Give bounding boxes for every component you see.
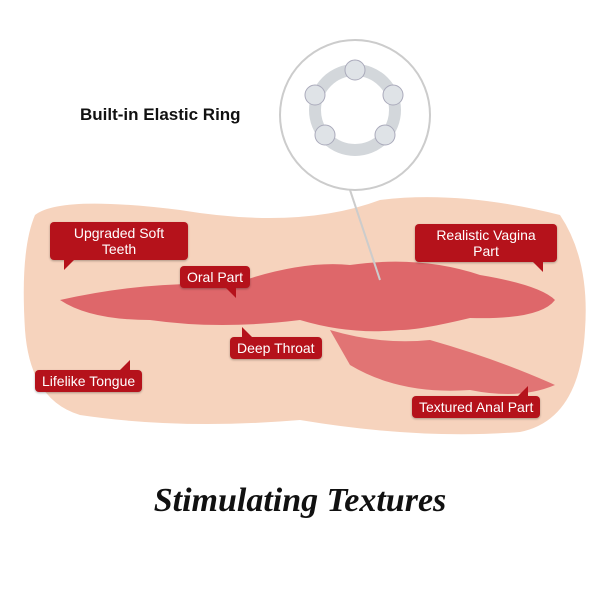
callout-oral: Oral Part — [180, 266, 251, 298]
ring-label: Built-in Elastic Ring — [80, 105, 241, 124]
interior-channel-lower — [330, 330, 555, 394]
ring-magnifier — [279, 39, 431, 191]
callout-vagina: Realistic Vagina Part — [415, 224, 557, 272]
callout-throat: Deep Throat — [230, 327, 322, 359]
callout-teeth: Upgraded Soft Teeth — [50, 222, 188, 270]
interior-channel — [60, 261, 555, 332]
callout-tongue: Lifelike Tongue — [35, 360, 143, 392]
page-title: Stimulating Textures — [153, 482, 447, 519]
callout-anal: Textured Anal Part — [412, 386, 541, 418]
